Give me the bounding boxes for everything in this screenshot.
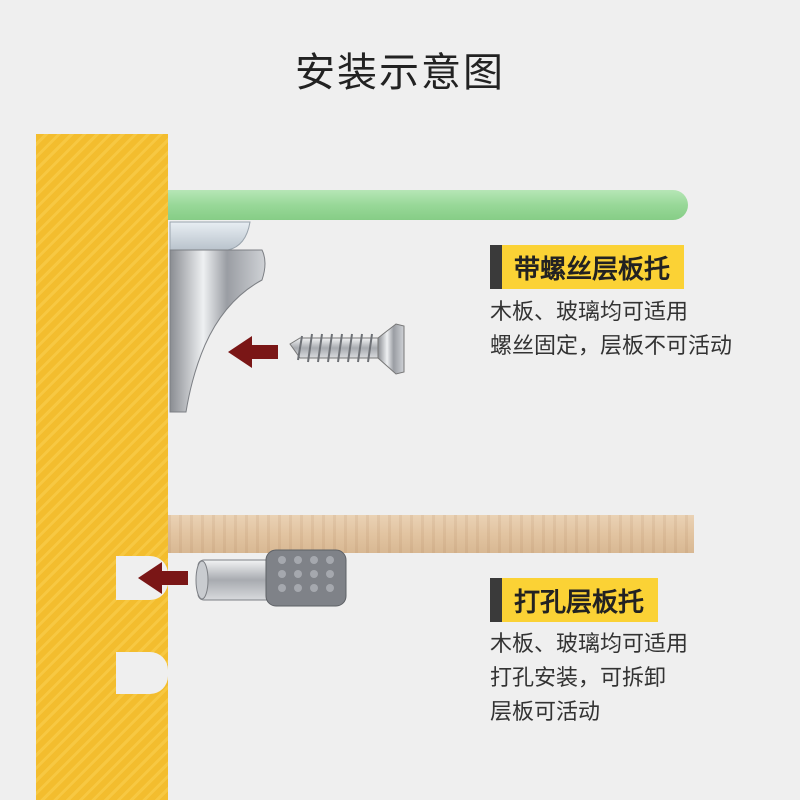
- section2-description: 木板、玻璃均可适用 打孔安装，可拆卸 层板可活动: [490, 628, 688, 730]
- section1-description: 木板、玻璃均可适用 螺丝固定，层板不可活动: [490, 296, 732, 364]
- section2-line: 层板可活动: [490, 700, 601, 725]
- wall-hole-lower: [116, 652, 168, 694]
- arrow-left-icon: [228, 336, 278, 368]
- arrow-left-icon: [138, 562, 188, 594]
- glass-shelf: [168, 190, 688, 220]
- screw-icon: [289, 323, 405, 375]
- section1-label-text: 带螺丝层板托: [514, 254, 671, 285]
- section1-label: 带螺丝层板托: [490, 245, 685, 289]
- section2-label-text: 打孔层板托: [514, 587, 645, 618]
- shelf-pin-icon: [195, 549, 347, 607]
- shelf-bracket-icon: [169, 249, 266, 413]
- section2-line: 打孔安装，可拆卸: [490, 666, 667, 691]
- section2-line: 木板、玻璃均可适用: [490, 632, 689, 657]
- wood-shelf: [168, 515, 694, 553]
- bracket-pad-icon: [169, 221, 251, 251]
- section1-line: 螺丝固定，层板不可活动: [490, 334, 733, 359]
- section1-line: 木板、玻璃均可适用: [490, 300, 689, 325]
- page-title: 安装示意图: [295, 50, 505, 96]
- section2-label: 打孔层板托: [490, 578, 659, 622]
